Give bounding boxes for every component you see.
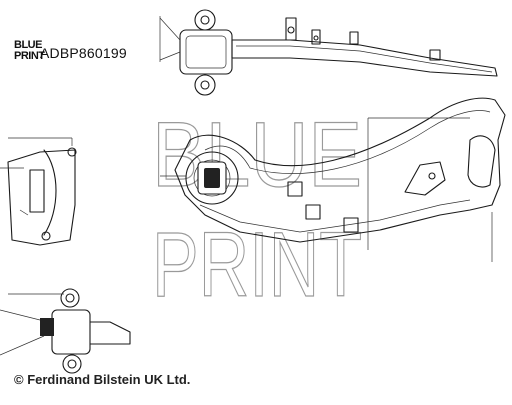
brand-logo-line2: PRINT: [14, 50, 45, 62]
side-detail-view: [0, 137, 77, 246]
brand-logo-line1: BLUE: [14, 39, 42, 51]
front-view: [160, 97, 506, 262]
watermark-line1: BLUE: [152, 104, 362, 206]
brand-watermark: BLUE PRINT: [151, 103, 362, 316]
copyright-text: © Ferdinand Bilstein UK Ltd.: [14, 372, 191, 387]
part-number: ADBP860199: [40, 45, 127, 61]
brand-logo: BLUE PRINT: [14, 39, 45, 66]
top-view: [159, 9, 498, 96]
bushing-detail-view: [0, 288, 131, 374]
watermark-line2: PRINT: [152, 214, 362, 316]
